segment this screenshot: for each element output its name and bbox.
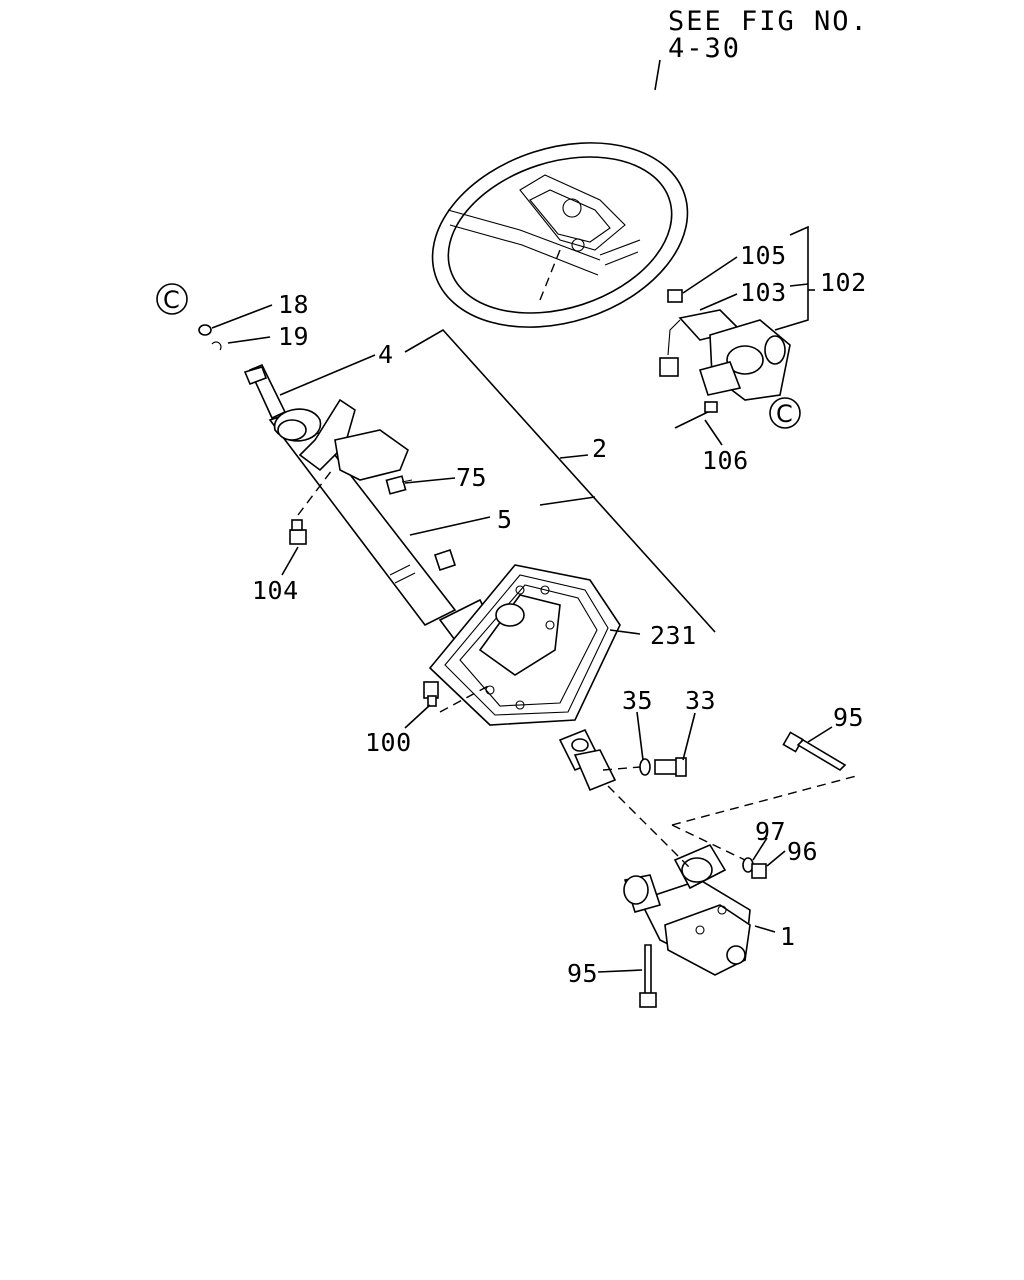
callout-75: 75 — [456, 463, 487, 492]
callout-102: 102 — [820, 268, 867, 297]
callout-97: 97 — [755, 817, 786, 846]
callout-35: 35 — [622, 686, 653, 715]
callout-105: 105 — [740, 241, 787, 270]
callout-106: 106 — [702, 446, 749, 475]
callout-104: 104 — [252, 576, 299, 605]
bolt-95-top — [782, 731, 847, 772]
callout-19: 19 — [278, 322, 309, 351]
nut-104 — [289, 469, 333, 545]
bolt-75 — [385, 475, 413, 495]
callout-96: 96 — [787, 837, 818, 866]
leader-lines — [211, 225, 833, 973]
steering-wheel — [431, 59, 689, 328]
callout-2: 2 — [592, 434, 608, 463]
washer-35 — [639, 758, 651, 776]
connector-c-right-label: C — [776, 400, 793, 428]
floor-cover — [428, 564, 621, 726]
callout-33: 33 — [685, 686, 716, 715]
bolt-95-bottom — [639, 944, 657, 1008]
see-fig-text: SEE FIG NO. — [668, 6, 869, 37]
bolt-33 — [654, 757, 687, 777]
callout-5: 5 — [497, 505, 513, 534]
callout-103: 103 — [740, 278, 787, 307]
nut-96 — [751, 863, 767, 879]
callout-100: 100 — [365, 728, 412, 757]
callout-95-top: 95 — [833, 703, 864, 732]
connector-c-right: C — [769, 397, 801, 429]
callout-4: 4 — [378, 340, 394, 369]
connector-c-left: C — [156, 283, 222, 351]
connector-c-left-label: C — [163, 286, 180, 314]
ignition-switch — [659, 289, 791, 429]
bolt-100 — [423, 681, 491, 713]
callout-231: 231 — [650, 621, 697, 650]
callout-18: 18 — [278, 290, 309, 319]
fig-number-text: 4-30 — [668, 33, 741, 64]
callout-1: 1 — [780, 922, 796, 951]
steering-gearbox — [607, 774, 861, 976]
universal-joint — [558, 728, 641, 792]
callout-95-bottom: 95 — [567, 959, 598, 988]
